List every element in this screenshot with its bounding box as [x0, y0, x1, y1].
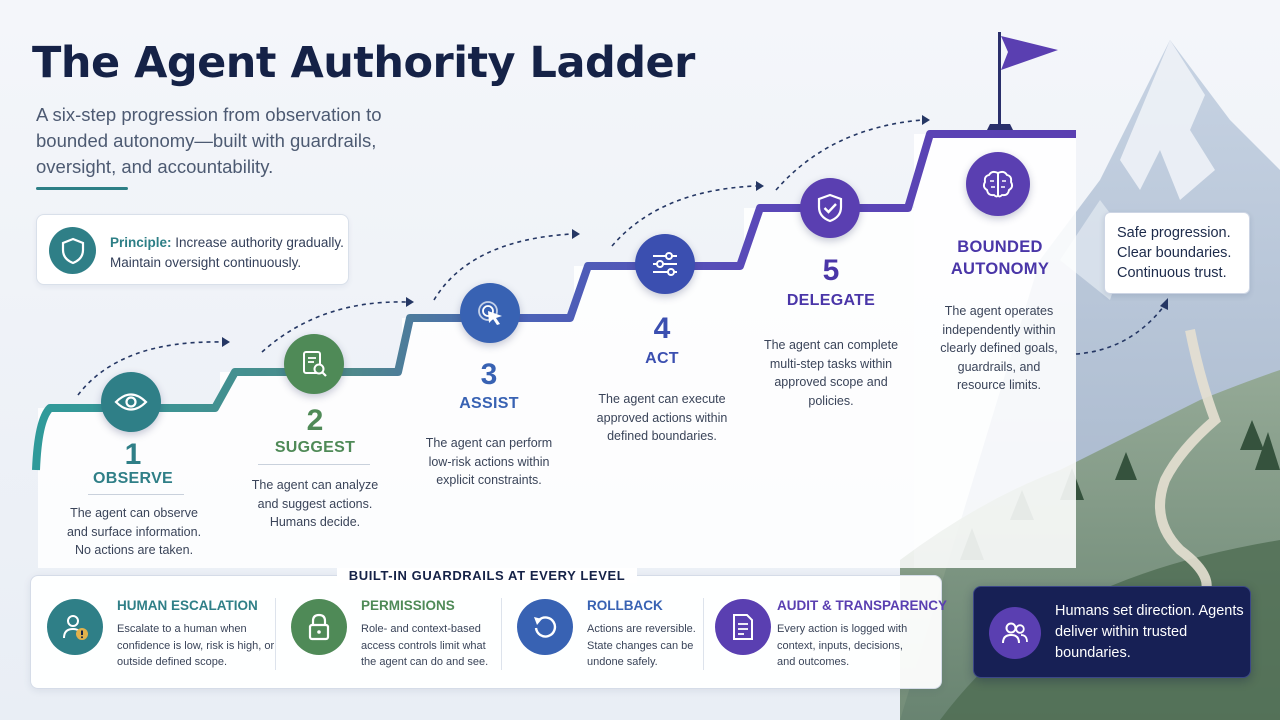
page-subtitle: A six-step progression from observation … [36, 104, 382, 177]
step-number: 3 [480, 358, 498, 391]
guardrail-description: Escalate to a human when confidence is l… [117, 623, 275, 668]
people-icon [989, 607, 1041, 659]
progress-arrow-3 [433, 233, 573, 301]
progression-callout: Safe progression. Clear boundaries. Cont… [1104, 212, 1250, 294]
humans-direction-text: Humans set direction. Agents deliver wit… [1055, 603, 1244, 661]
step-description: The agent can complete multi-step tasks … [763, 338, 899, 408]
step-divider [258, 464, 370, 465]
step-number: 4 [653, 312, 671, 345]
progress-arrow-4 [611, 185, 757, 247]
step-divider [88, 494, 184, 495]
sliders-icon [635, 234, 695, 294]
shield-icon [49, 227, 96, 274]
progress-arrow-1 [77, 341, 223, 396]
guardrails-panel: BUILT-IN GUARDRAILS AT EVERY LEVEL HUMAN… [30, 568, 947, 689]
page-title: The Agent Authority Ladder [32, 38, 695, 88]
guardrail-title: AUDIT & TRANSPARENCY [777, 598, 948, 613]
step-description: The agent can execute approved actions w… [596, 392, 728, 443]
guardrail-human-escalation: HUMAN ESCALATION Escalate to a human whe… [47, 594, 282, 680]
step-description: The agent can observe and surface inform… [66, 506, 202, 557]
guardrail-title: HUMAN ESCALATION [117, 598, 258, 613]
guardrail-description: Role- and context-based access controls … [361, 623, 489, 668]
title-underline [36, 187, 128, 190]
lock-icon [291, 599, 347, 655]
step-name: ASSIST [459, 395, 519, 412]
guardrails-title: BUILT-IN GUARDRAILS AT EVERY LEVEL [336, 568, 638, 583]
progress-arrow-6 [1075, 305, 1165, 355]
step-number: 1 [124, 438, 142, 471]
step-description: The agent can analyze and suggest action… [251, 478, 379, 529]
document-list-icon [715, 599, 771, 655]
guardrail-divider [501, 598, 502, 670]
person-alert-icon [47, 599, 103, 655]
step-name: ACT [645, 350, 679, 367]
progress-arrow-5 [775, 119, 923, 191]
eye-icon [101, 372, 161, 432]
cursor-click-icon [460, 283, 520, 343]
guardrail-rollback: ROLLBACK Actions are reversible. State c… [517, 594, 707, 680]
step-description: The agent operates independently within … [940, 304, 1058, 392]
principle-card: Principle: Increase authority gradually.… [36, 214, 349, 285]
guardrail-divider [703, 598, 704, 670]
guardrail-audit-transparency: AUDIT & TRANSPARENCY Every action is log… [715, 594, 947, 680]
humans-direction-callout: Humans set direction. Agents deliver wit… [973, 586, 1251, 678]
step-number: 5 [822, 254, 840, 287]
summit-flag [1001, 36, 1058, 70]
step-name: OBSERVE [92, 470, 174, 487]
progress-arrow-2 [261, 301, 407, 353]
guardrail-description: Actions are reversible. State changes ca… [587, 623, 696, 668]
step-description: The agent can perform low-risk actions w… [425, 436, 553, 487]
step-number: 2 [306, 404, 324, 437]
step-name: BOUNDED AUTONOMY [950, 238, 1050, 278]
step-name: SUGGEST [274, 439, 356, 456]
guardrail-title: ROLLBACK [587, 598, 663, 613]
shield-check-icon [800, 178, 860, 238]
guardrail-permissions: PERMISSIONS Role- and context-based acce… [291, 594, 501, 680]
guardrail-title: PERMISSIONS [361, 598, 455, 613]
document-search-icon [284, 334, 344, 394]
guardrail-divider [275, 598, 276, 670]
guardrail-description: Every action is logged with context, inp… [777, 623, 908, 668]
undo-icon [517, 599, 573, 655]
ladder-stair-line [32, 130, 1076, 471]
principle-body: Increase authority gradually. Maintain o… [110, 235, 344, 270]
step-name: DELEGATE [786, 292, 876, 309]
principle-text: Principle: Increase authority gradually.… [110, 233, 344, 273]
principle-label: Principle: [110, 235, 172, 250]
brain-chip-icon [966, 152, 1030, 216]
